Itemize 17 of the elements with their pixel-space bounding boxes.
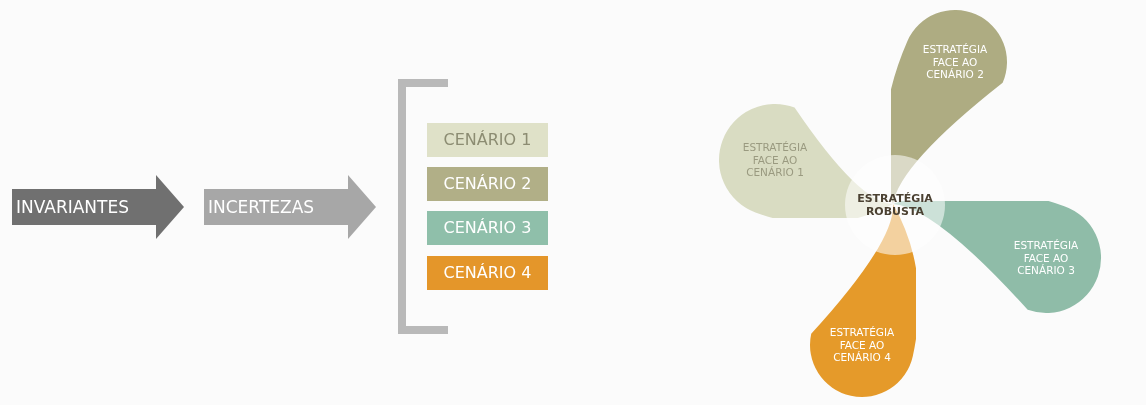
- scenario-box: [427, 211, 548, 245]
- scenario-label: CENÁRIO 4: [443, 263, 532, 283]
- scenario-label: CENÁRIO 3: [443, 218, 532, 238]
- petal-label: ESTRATÉGIA FACE AO CENÁRIO 1: [741, 141, 809, 179]
- hub-label: ESTRATÉGIA ROBUSTA: [856, 191, 934, 219]
- block-arrow: [204, 175, 376, 239]
- scenario-box: [427, 123, 548, 157]
- scenario-box: [427, 167, 548, 201]
- scenario-label: CENÁRIO 1: [443, 130, 532, 150]
- scenario-label: CENÁRIO 2: [443, 174, 532, 194]
- petal-label: ESTRATÉGIA FACE AO CENÁRIO 2: [921, 43, 989, 81]
- arrow-label: INCERTEZAS: [208, 196, 315, 218]
- petal-label: ESTRATÉGIA FACE AO CENÁRIO 3: [1012, 239, 1080, 277]
- petal-label: ESTRATÉGIA FACE AO CENÁRIO 4: [828, 326, 896, 364]
- arrow-label: INVARIANTES: [16, 196, 129, 218]
- block-arrow: [12, 175, 184, 239]
- scenario-box: [427, 256, 548, 290]
